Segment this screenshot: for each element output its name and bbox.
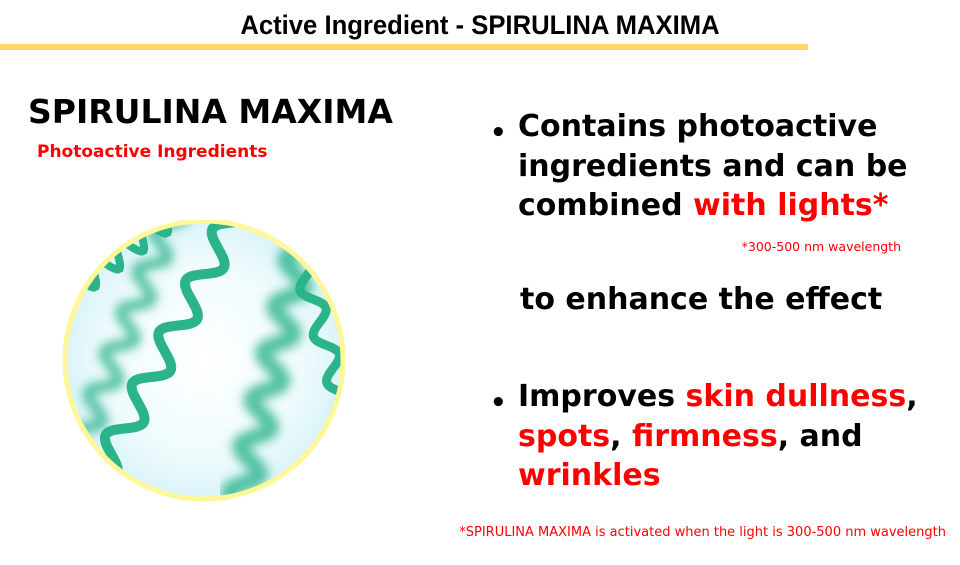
spirulina-filament [93,222,256,485]
bullet-photoactive: Contains photoactive ingredients and can… [518,107,948,226]
separator: , [610,418,632,454]
bullet-text: Contains photoactive ingredients and can… [518,109,908,223]
separator: , and [777,418,863,454]
highlight-text: spots [518,418,611,454]
highlight-text: firmness [631,418,778,454]
bullet-marker: • [490,388,507,418]
bullet-marker: • [490,118,507,148]
enhance-text: to enhance the effect [520,282,883,317]
activation-footnote: *SPIRULINA MAXIMA is activated when the … [459,525,946,540]
bullet-text: Improves [518,379,686,414]
highlight-text: wrinkles [518,458,661,493]
bullet-improves: Improves skin dullness,spots, firmness, … [518,377,948,496]
highlight-text: skin dullness [685,379,907,414]
spirulina-microscope-image [62,220,346,502]
wavelength-footnote: *300-500 nm wavelength [741,239,901,254]
ingredient-heading: SPIRULINA MAXIMA [28,92,393,131]
ingredient-subheading: Photoactive Ingredients [37,142,268,162]
highlight-text: with lights* [693,188,889,223]
title-underline [0,44,808,50]
separator: , [906,379,918,414]
slide-title: Active Ingredient - SPIRULINA MAXIMA [240,10,720,40]
